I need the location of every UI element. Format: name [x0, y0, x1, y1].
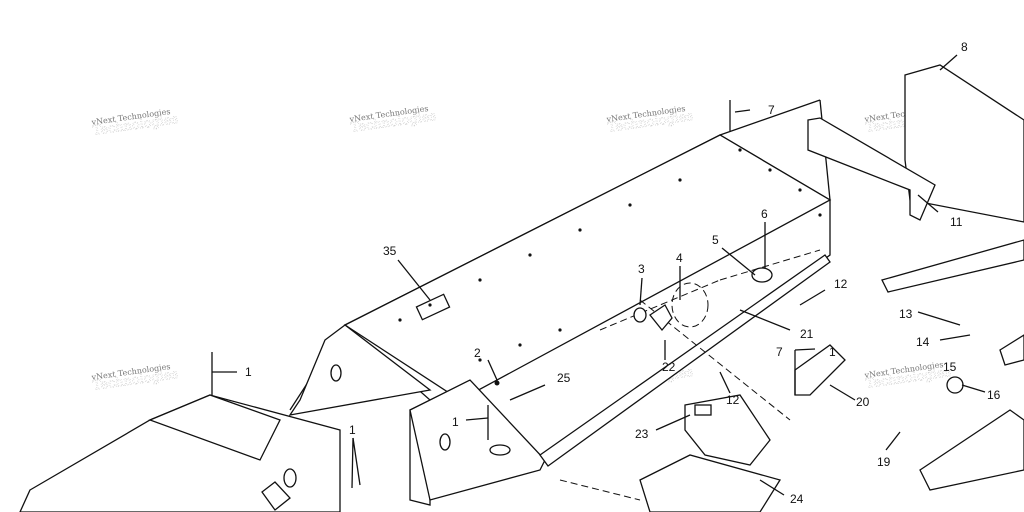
callout-20: 20 [856, 395, 870, 409]
callout-3: 3 [638, 262, 645, 276]
callout-12b: 12 [726, 393, 740, 407]
callout-23: 23 [635, 427, 649, 441]
callout-2: 2 [474, 346, 481, 360]
callout-15: 15 [943, 360, 957, 374]
callout-35: 35 [383, 244, 397, 258]
callout-labels: 8 7 11 6 5 35 3 4 12 21 13 14 7 1 15 2 2… [245, 40, 1001, 506]
callout-21: 21 [800, 327, 814, 341]
callout-6: 6 [761, 207, 768, 221]
tunnel-assembly [288, 99, 832, 506]
callout-14: 14 [916, 335, 930, 349]
callout-16: 16 [987, 388, 1001, 402]
callout-11: 11 [950, 215, 963, 229]
callout-7: 7 [768, 103, 775, 117]
callout-22: 22 [662, 360, 676, 374]
callout-24: 24 [790, 492, 804, 506]
callout-1c: 1 [452, 415, 459, 429]
callout-1: 1 [829, 345, 836, 359]
callout-5: 5 [712, 233, 719, 247]
lower-parts [19, 394, 782, 512]
callout-19: 19 [877, 455, 891, 469]
callout-7b: 7 [776, 345, 783, 359]
flap-and-bracket [794, 64, 1024, 491]
callout-1d: 1 [349, 423, 356, 437]
callout-1b: 1 [245, 365, 252, 379]
leader-lines [211, 54, 986, 496]
callout-13: 13 [899, 307, 913, 321]
callout-12: 12 [834, 277, 848, 291]
callout-4: 4 [676, 251, 683, 265]
callout-8: 8 [961, 40, 968, 54]
callout-25: 25 [557, 371, 571, 385]
rivet-dots [398, 148, 822, 386]
